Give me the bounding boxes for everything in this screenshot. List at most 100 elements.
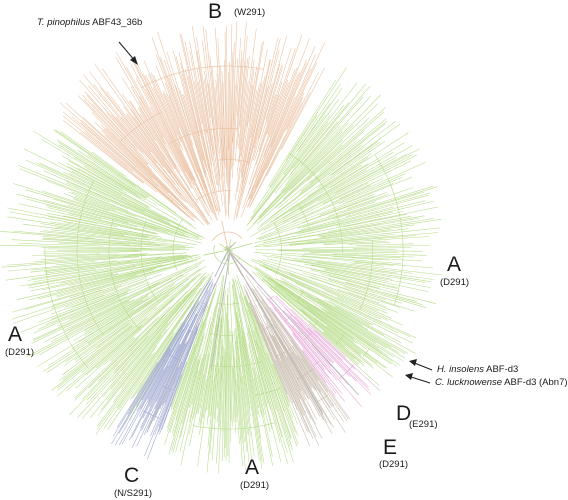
- clade-c-branch: [158, 328, 199, 433]
- clade-b-branch: [216, 73, 224, 177]
- clade-a-left-branch: [77, 167, 149, 208]
- clade-a-right-branch: [259, 201, 376, 241]
- clade-b-branch: [236, 58, 243, 132]
- clade-a-right-branch: [251, 258, 387, 311]
- clade-a-right-lower-branch: [280, 279, 408, 354]
- clade-b-stem: [221, 220, 229, 251]
- clade-a-right-lower-branch: [326, 325, 393, 378]
- clade-b-branch: [240, 59, 271, 192]
- clade-a-left-branch: [22, 223, 150, 241]
- clade-b-branch: [139, 113, 199, 204]
- clade-a-left-branch: [38, 268, 157, 300]
- clade-a-left-branch: [56, 261, 95, 266]
- clade-a-right-branch: [250, 151, 394, 237]
- clade-a-right-branch: [274, 83, 367, 194]
- clade-a-right-branch: [332, 191, 424, 220]
- clade-a-left-branch: [84, 294, 149, 331]
- clade-a-bottom-branch: [167, 292, 214, 432]
- clade-a-left-branch: [63, 215, 117, 228]
- clade-a-left-branch: [45, 254, 187, 274]
- clade-b-branch: [79, 79, 144, 154]
- clade-a-right-branch: [319, 194, 375, 216]
- clade-a-right-branch: [262, 264, 379, 312]
- clade-b-branch: [151, 37, 208, 192]
- root-arc: [213, 245, 241, 265]
- clade-b-branch: [135, 77, 213, 221]
- clade-e-branch: [254, 314, 311, 447]
- clade-b-branch: [214, 86, 219, 130]
- clade-a-left-branch: [41, 190, 189, 238]
- clade-a-bottom-branch: [175, 289, 217, 421]
- clade-a-left-branch: [69, 260, 194, 299]
- clade-a-left-branch: [0, 244, 181, 250]
- clade-a-right-branch: [303, 253, 401, 259]
- clade-a-right-branch: [253, 131, 343, 225]
- clade-a-right-branch: [331, 141, 378, 176]
- clade-b-branch: [106, 90, 209, 224]
- clade-b-branch: [237, 59, 271, 206]
- clade-a-bottom-branch: [228, 319, 230, 463]
- clade-a-bottom-branch: [236, 335, 250, 463]
- clade-a-left-branch: [101, 273, 210, 410]
- clade-a-right-branch: [353, 247, 412, 249]
- clade-a-bottom-branch: [253, 378, 262, 416]
- clade-c-branch: [136, 304, 203, 447]
- clade-b-branch: [249, 101, 303, 207]
- clade-b-branch: [126, 115, 180, 186]
- clade-b-branch: [236, 81, 249, 176]
- clade-a-bottom-branch: [197, 353, 210, 415]
- clade-a-left-branch: [69, 213, 157, 234]
- clade-a-right-branch: [288, 121, 339, 180]
- clade-e-branch: [264, 307, 331, 409]
- clade-a-bottom-branch: [229, 281, 237, 423]
- clade-a-right-branch: [338, 176, 403, 204]
- clade-a-right-branch: [330, 142, 405, 188]
- clade-a-right-branch: [279, 250, 423, 252]
- clade-b-branch: [228, 61, 230, 217]
- clade-a-right-lower-branch: [296, 300, 354, 343]
- clade-a-left-branch: [45, 253, 119, 257]
- clade-a-right-branch: [279, 215, 425, 242]
- clade-a-left-branch: [121, 329, 168, 389]
- clade-b-branch: [240, 73, 299, 218]
- clade-a-right-branch: [347, 291, 380, 304]
- root-arc: [212, 231, 243, 242]
- clade-a-left-branch: [42, 250, 175, 253]
- root-branch: [227, 249, 236, 256]
- clade-a-left-branch: [37, 291, 129, 330]
- clade-a-left-branch: [42, 237, 194, 249]
- clade-c-branch: [144, 326, 198, 457]
- clade-b-branch: [133, 60, 206, 204]
- clade-a-bottom-branch: [172, 356, 196, 434]
- clade-a-left-branch: [69, 173, 170, 222]
- clade-a-right-branch: [286, 271, 398, 313]
- clade-a-left-branch: [41, 254, 146, 261]
- clade-d-branch: [290, 308, 356, 370]
- clade-a-left-branch: [39, 274, 184, 356]
- clade-a-right-branch: [255, 217, 420, 246]
- clade-a-left-branch: [56, 298, 118, 327]
- clade-a-left-branch: [25, 257, 201, 310]
- clade-a-bottom-branch: [248, 302, 298, 425]
- clade-a-left-branch: [103, 336, 135, 366]
- clade-d-branch: [294, 315, 370, 391]
- clade-a-bottom-branch: [243, 297, 292, 439]
- clade-b-branch: [265, 64, 282, 120]
- clade-c-branch: [143, 342, 187, 435]
- clade-b-branch: [172, 50, 204, 161]
- clade-a-right-branch: [302, 186, 438, 228]
- clade-c-residue: (N/S291): [114, 488, 153, 499]
- clade-a-left-branch: [13, 278, 145, 324]
- clade-a-left-branch: [51, 306, 157, 391]
- clade-a-left-branch: [83, 165, 179, 222]
- clade-b-branch: [237, 35, 248, 146]
- clade-a-right-branch: [246, 82, 358, 227]
- clade-b-branch: [258, 47, 292, 152]
- backbone-branch: [229, 252, 324, 415]
- clade-a-bottom-branch: [233, 279, 258, 415]
- clade-c-branch: [139, 324, 189, 417]
- clade-b-branch: [254, 96, 296, 189]
- clade-a-left-branch: [68, 264, 163, 286]
- clade-a-left-branch: [87, 299, 154, 344]
- clade-a-left-branch: [16, 193, 202, 244]
